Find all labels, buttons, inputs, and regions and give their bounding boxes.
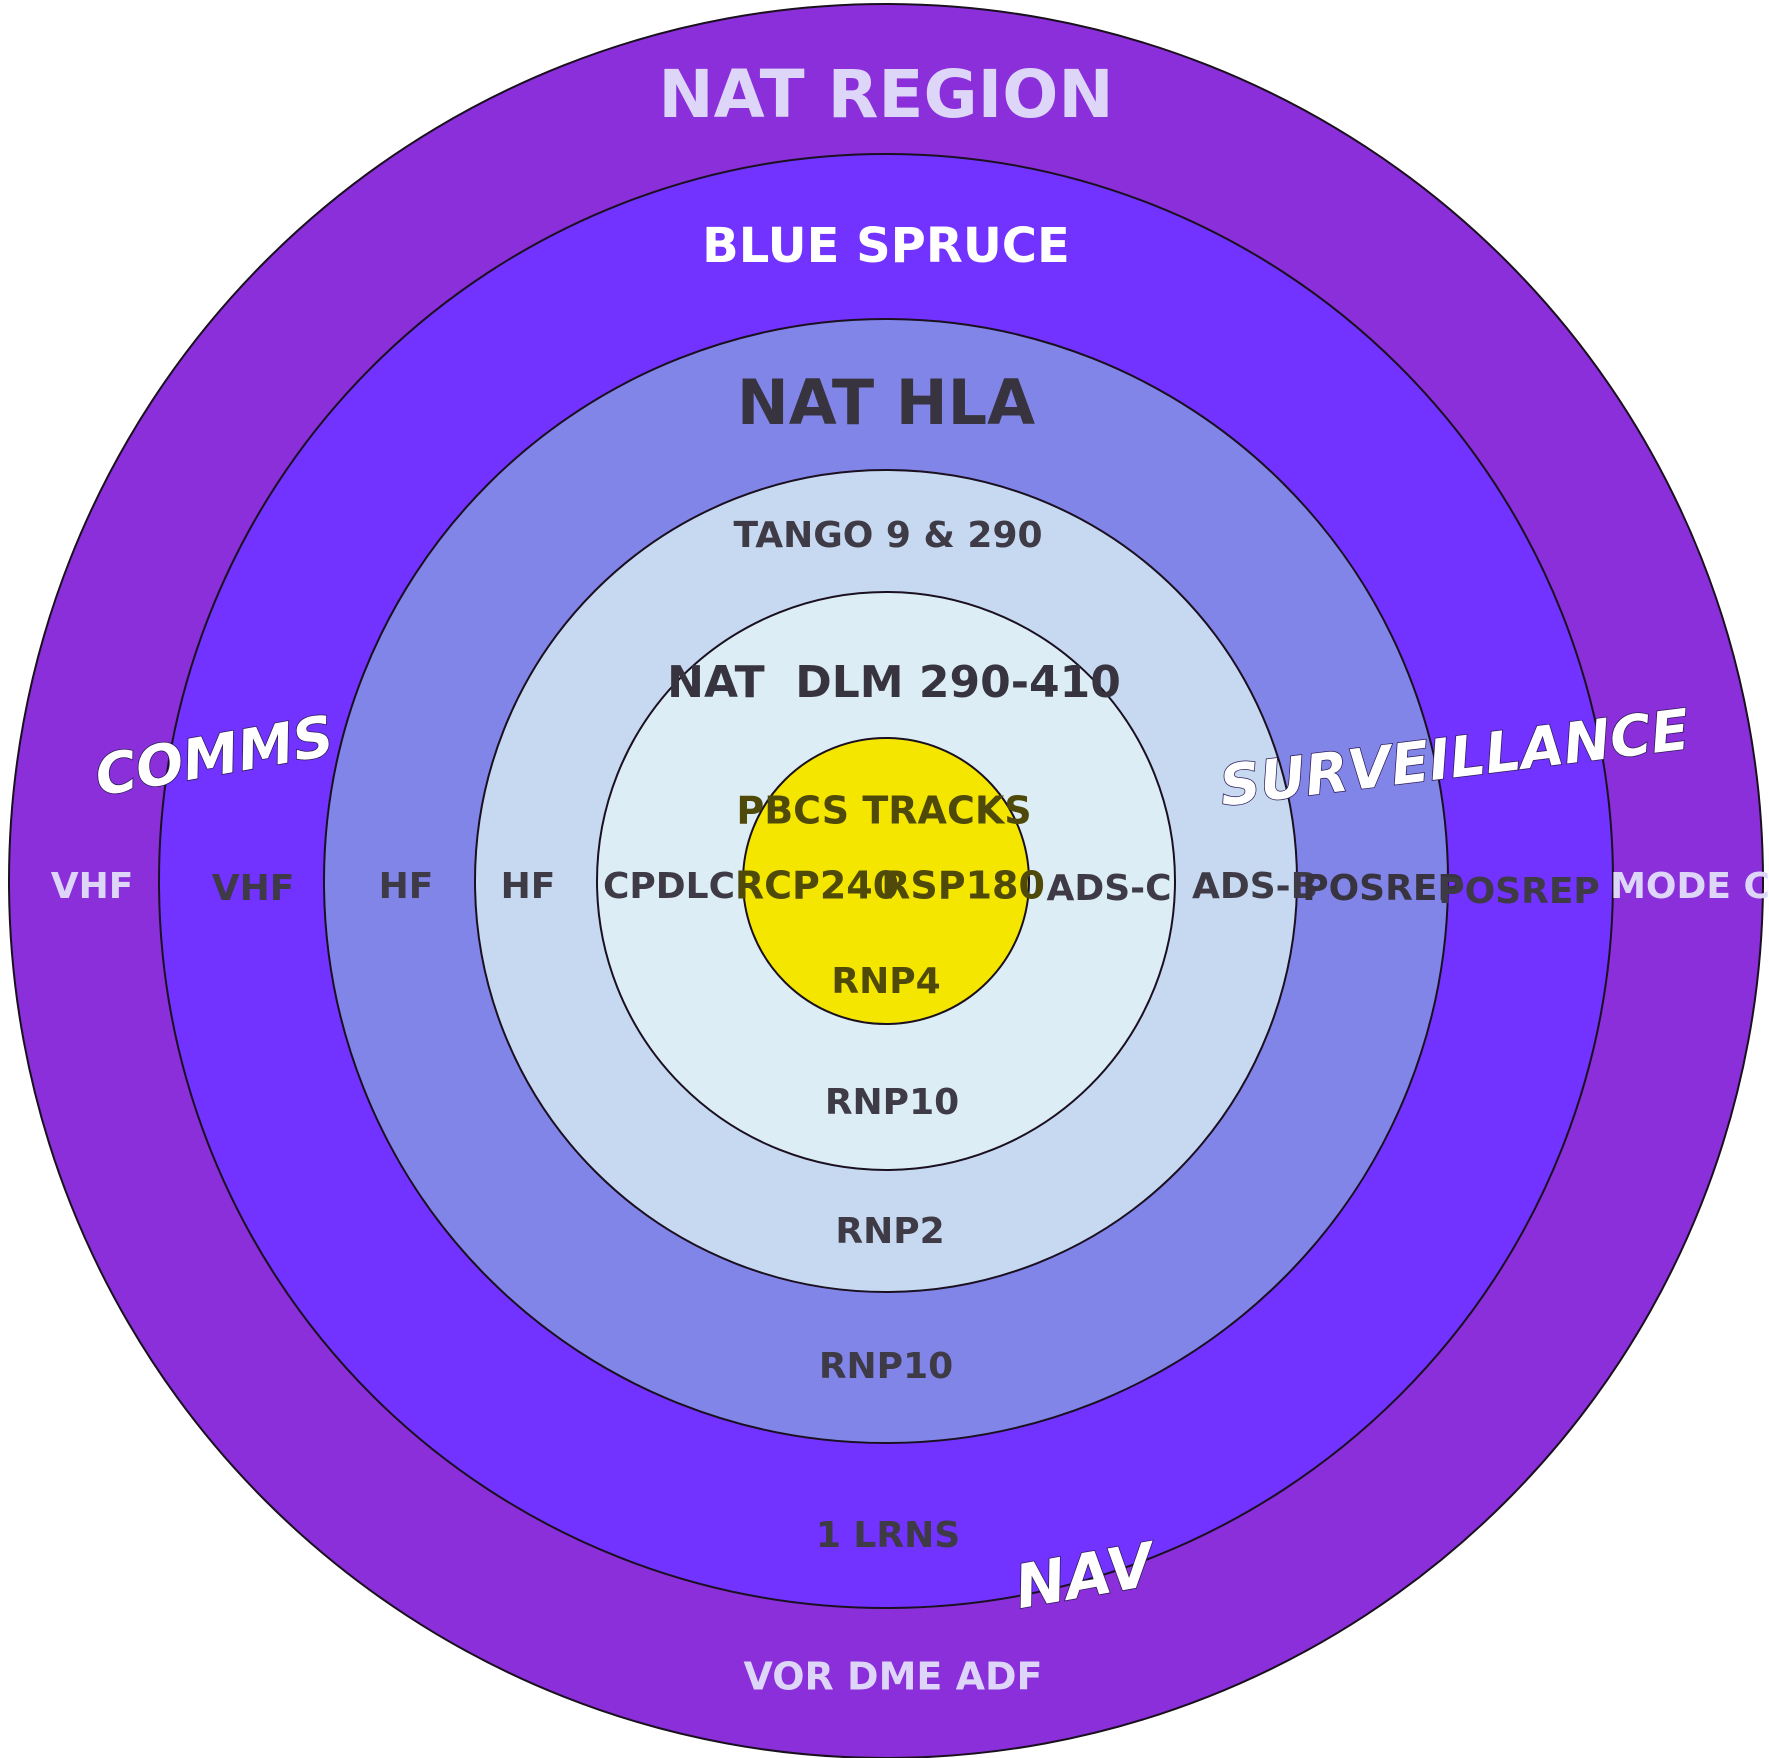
comms-tango: HF (501, 866, 556, 907)
surveillance-nat-hla: POSREP (1302, 868, 1464, 909)
nav-pbcs: RNP4 (831, 961, 940, 1002)
ring-pbcs-tracks (742, 737, 1030, 1025)
comms-pbcs: RCP240 (735, 864, 899, 908)
nat-dlm-title: NAT DLM 290-410 (667, 657, 1121, 708)
nav-nat-dlm: RNP10 (825, 1082, 959, 1123)
nav-nat-region: VOR DME ADF (744, 1655, 1043, 1699)
nav-nat-hla: RNP10 (819, 1346, 953, 1387)
nav-tango: RNP2 (835, 1211, 944, 1252)
comms-blue-spruce: VHF (212, 868, 295, 909)
surveillance-pbcs: RSP180 (881, 864, 1045, 908)
comms-nat-region: VHF (51, 866, 134, 907)
pbcs-tracks-title: PBCS TRACKS (736, 789, 1031, 833)
comms-nat-dlm: CPDLC (603, 866, 735, 907)
tango-title: TANGO 9 & 290 (733, 515, 1042, 556)
surveillance-nat-region: MODE C (1610, 866, 1769, 907)
surveillance-nat-dlm: ADS-C (1046, 868, 1171, 909)
comms-nat-hla: HF (379, 866, 434, 907)
nat-hla-title: NAT HLA (737, 366, 1035, 439)
nat-region-title: NAT REGION (658, 56, 1113, 133)
nav-blue-spruce: 1 LRNS (816, 1515, 960, 1556)
surveillance-blue-spruce: POSREP (1438, 871, 1600, 912)
blue-spruce-title: BLUE SPRUCE (702, 218, 1070, 274)
surveillance-tango: ADS-B (1192, 866, 1318, 907)
nav-heading: NAV (1010, 1529, 1164, 1623)
